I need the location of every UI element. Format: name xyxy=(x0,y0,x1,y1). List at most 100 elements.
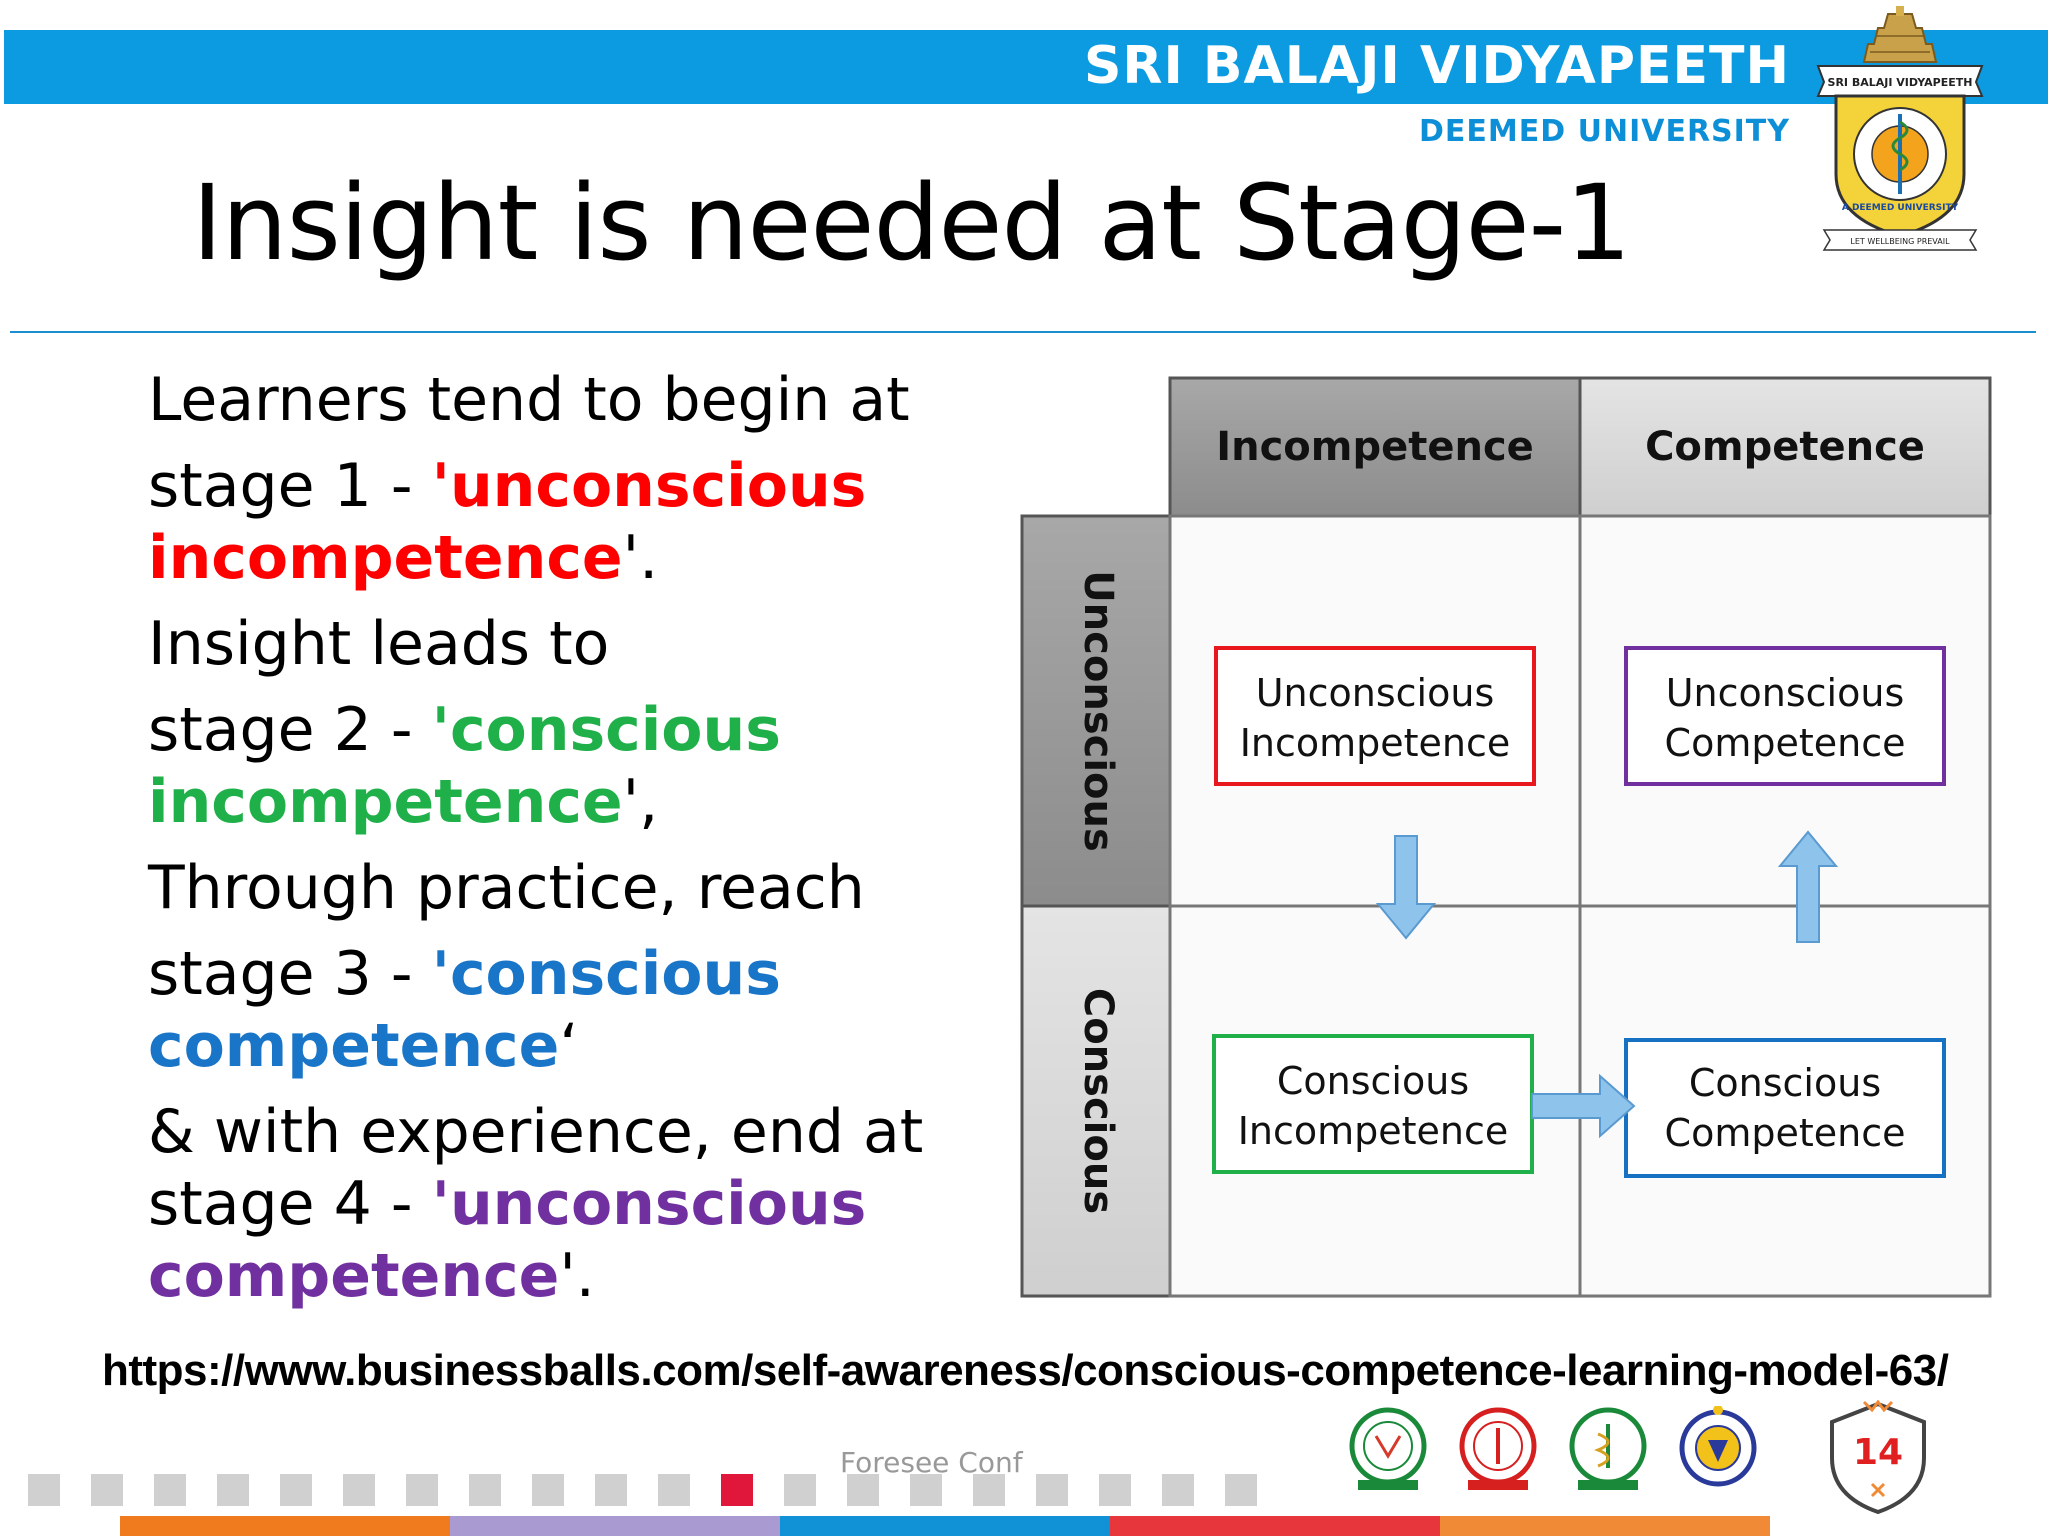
cell-conscious-competence-box xyxy=(1624,1038,1946,1178)
cell-conscious-competence-line2: Competence xyxy=(1665,1111,1906,1155)
colorbar-segment xyxy=(1110,1516,1440,1536)
slide-progress-square xyxy=(595,1474,627,1506)
colorbar-segment xyxy=(450,1516,780,1536)
logo-ribbon-text: SRI BALAJI VIDYAPEETH xyxy=(1828,76,1973,89)
body-line: stage 2 - 'conscious xyxy=(148,694,978,766)
body-line-text: Learners tend to begin at xyxy=(148,365,910,435)
body-line-text: ', xyxy=(622,767,659,837)
body-line: stage 4 - 'unconscious xyxy=(148,1168,978,1240)
university-crest-logo: SRI BALAJI VIDYAPEETH A DEEMED UNIVERSIT… xyxy=(1816,6,1984,251)
slide-progress-square xyxy=(154,1474,186,1506)
slide-progress-square xyxy=(973,1474,1005,1506)
cell-unconscious-incompetence-box xyxy=(1214,646,1536,786)
logo-arc-text: A DEEMED UNIVERSITY xyxy=(1842,203,1959,213)
slide-progress-square xyxy=(28,1474,60,1506)
body-line-text: '. xyxy=(559,1241,595,1311)
arrow-down-icon xyxy=(1375,835,1437,940)
arrow-up-icon xyxy=(1777,830,1839,943)
body-line-text: stage 1 - xyxy=(148,451,432,521)
slide-progress-square xyxy=(1225,1474,1257,1506)
cell-unconscious-incompetence-line2: Incompetence xyxy=(1240,721,1511,765)
slide-progress-square xyxy=(532,1474,564,1506)
title-divider xyxy=(10,331,2036,333)
slide-progress-square xyxy=(784,1474,816,1506)
slide-progress-square xyxy=(280,1474,312,1506)
body-line: competence‘ xyxy=(148,1010,978,1082)
slide-progress-square xyxy=(217,1474,249,1506)
colorbar-segment xyxy=(120,1516,450,1536)
row-header-unconscious: Unconscious xyxy=(1075,570,1121,852)
cell-unconscious-incompetence-line1: Unconscious xyxy=(1256,671,1495,715)
source-url[interactable]: https://www.businessballs.com/self-aware… xyxy=(102,1346,1949,1395)
stage3-term: 'conscious xyxy=(431,939,781,1009)
slide-progress-square xyxy=(1162,1474,1194,1506)
body-line: incompetence'. xyxy=(148,522,978,594)
col-header-competence: Competence xyxy=(1645,424,1925,470)
slide-progress-square xyxy=(721,1474,753,1506)
body-line: & with experience, end at xyxy=(148,1096,978,1168)
page-number-shield: 14 xyxy=(1830,1400,1926,1515)
stage2-term: 'conscious xyxy=(431,695,781,765)
slide-title: Insight is needed at Stage-1 xyxy=(192,162,1631,284)
body-line-text: & with experience, end at xyxy=(148,1097,924,1167)
stage2-term: incompetence xyxy=(148,767,623,837)
colorbar-segment xyxy=(1440,1516,1770,1536)
cell-conscious-competence-line1: Conscious xyxy=(1689,1061,1881,1105)
slide-progress-square xyxy=(1036,1474,1068,1506)
body-line: stage 3 - 'conscious xyxy=(148,938,978,1010)
competence-matrix-diagram: Incompetence Competence Unconscious Cons… xyxy=(1020,376,1992,1298)
body-text: Learners tend to begin at stage 1 - 'unc… xyxy=(148,364,978,1312)
cell-unconscious-competence-line1: Unconscious xyxy=(1666,671,1905,715)
stage1-term: 'unconscious xyxy=(431,451,867,521)
emblem-green-icon xyxy=(1349,1407,1427,1490)
slide-progress-square xyxy=(658,1474,690,1506)
body-line: stage 1 - 'unconscious xyxy=(148,450,978,522)
body-line-text: stage 3 - xyxy=(148,939,432,1009)
body-line-text: ‘ xyxy=(559,1011,579,1081)
footer-emblems xyxy=(1349,1406,1757,1490)
body-line: competence'. xyxy=(148,1240,978,1312)
stage1-term: incompetence xyxy=(148,523,623,593)
brand-subtitle: DEEMED UNIVERSITY xyxy=(1419,114,1790,149)
cell-conscious-incompetence-line1: Conscious xyxy=(1277,1059,1469,1103)
col-header-competence-cell xyxy=(1578,376,1992,518)
logo-motto-text: LET WELLBEING PREVAIL xyxy=(1850,237,1950,246)
body-line: Insight leads to xyxy=(148,608,978,680)
body-line-text: Through practice, reach xyxy=(148,853,865,923)
stage4-term: competence xyxy=(148,1241,560,1311)
row-header-conscious-cell xyxy=(1020,904,1172,1298)
colorbar-segment xyxy=(780,1516,1110,1536)
slide-progress-square xyxy=(406,1474,438,1506)
slide-progress-square xyxy=(469,1474,501,1506)
slide-progress-square xyxy=(91,1474,123,1506)
slide-progress-square xyxy=(910,1474,942,1506)
cell-unconscious-competence-line2: Competence xyxy=(1665,721,1906,765)
body-line: Through practice, reach xyxy=(148,852,978,924)
cell-conscious-incompetence-box xyxy=(1212,1034,1534,1174)
emblem-caduceus-icon xyxy=(1569,1407,1647,1490)
emblem-red-icon xyxy=(1459,1407,1537,1490)
arrow-right-icon xyxy=(1531,1073,1636,1139)
cell-unconscious-competence-box xyxy=(1624,646,1946,786)
emblem-blue-icon xyxy=(1679,1406,1757,1487)
body-line-text: Insight leads to xyxy=(148,609,610,679)
brand-name: SRI BALAJI VIDYAPEETH xyxy=(1083,36,1790,96)
slide-progress-square xyxy=(343,1474,375,1506)
stage4-term: 'unconscious xyxy=(431,1169,867,1239)
slide-progress-square xyxy=(847,1474,879,1506)
row-header-unconscious-cell xyxy=(1020,514,1172,908)
cell-conscious-incompetence-line2: Incompetence xyxy=(1238,1109,1509,1153)
body-line: Learners tend to begin at xyxy=(148,364,978,436)
slide-progress-square xyxy=(1099,1474,1131,1506)
body-line-text: stage 4 - xyxy=(148,1169,432,1239)
col-header-incompetence: Incompetence xyxy=(1216,424,1534,470)
page-number: 14 xyxy=(1853,1432,1903,1473)
stage3-term: competence xyxy=(148,1011,560,1081)
col-header-incompetence-cell xyxy=(1168,376,1582,518)
body-line-text: '. xyxy=(622,523,659,593)
footer-conference: Foresee Conf xyxy=(840,1446,1023,1479)
body-line-text: stage 2 - xyxy=(148,695,432,765)
body-line: incompetence', xyxy=(148,766,978,838)
row-header-conscious: Conscious xyxy=(1075,988,1121,1214)
header-band xyxy=(4,30,2048,104)
